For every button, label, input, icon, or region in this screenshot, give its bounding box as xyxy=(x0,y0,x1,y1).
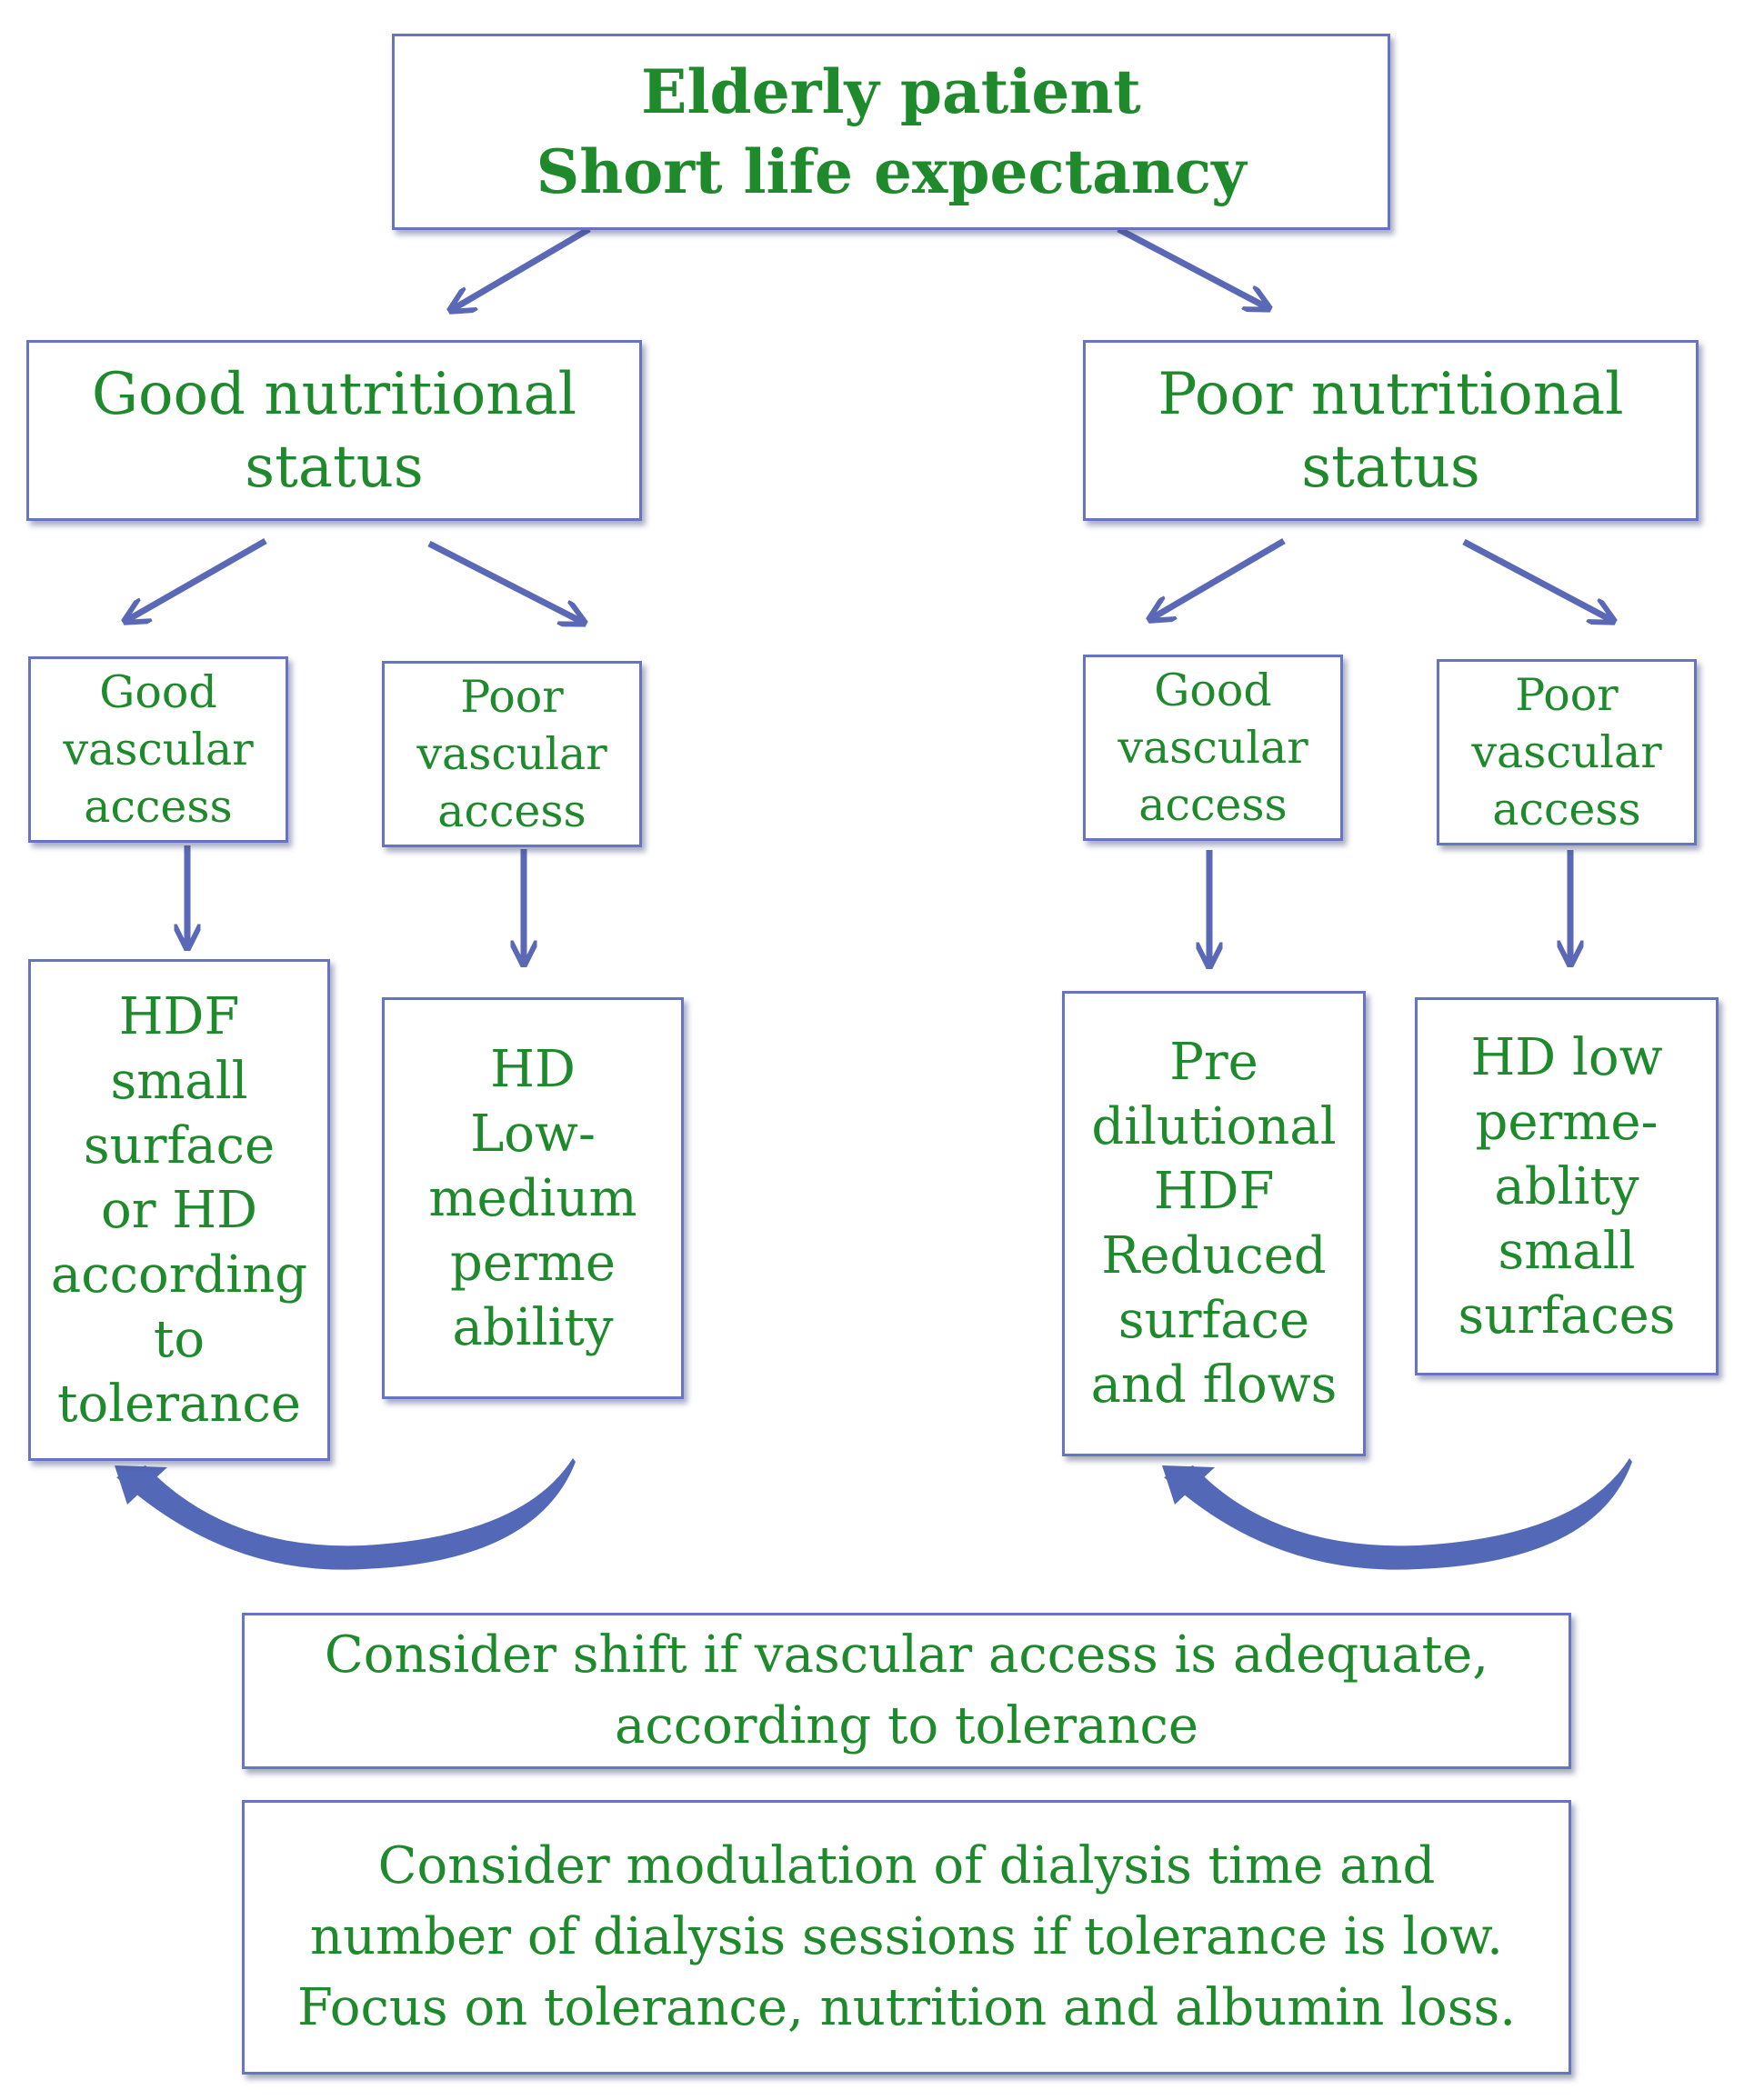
shift-note-text: Consider shift if vascular access is ade… xyxy=(324,1625,1489,1755)
poor-nutrition-box: Poor nutritional status xyxy=(1083,340,1699,521)
treatment-label: HDF small surface or HD according to tol… xyxy=(50,986,308,1434)
treatment-predilutional-hdf-box: Pre dilutional HDF Reduced surface and f… xyxy=(1062,991,1366,1456)
modulation-note-text: Consider modulation of dialysis time and… xyxy=(296,1836,1517,2037)
root-box: Elderly patient Short life expectancy xyxy=(392,34,1390,230)
treatment-hdf-small-surface-box: HDF small surface or HD according to tol… xyxy=(28,959,330,1461)
treatment-label: HD low perme- ablity small surfaces xyxy=(1458,1027,1676,1345)
access-label: Poor vascular access xyxy=(416,671,607,837)
arrow-root-to-good-nutrition xyxy=(453,225,591,309)
shift-note-box: Consider shift if vascular access is ade… xyxy=(242,1613,1571,1769)
arrow-root-to-poor-nutrition xyxy=(1117,225,1267,307)
good-nutrition-box: Good nutritional status xyxy=(26,340,642,521)
good-nutrition-good-access-box: Good vascular access xyxy=(28,656,288,843)
poor-nutrition-label: Poor nutritional status xyxy=(1158,360,1624,501)
treatment-hd-low-permeability-box: HD low perme- ablity small surfaces xyxy=(1415,997,1719,1375)
treatment-hd-low-medium-box: HD Low- medium perme ability xyxy=(382,997,684,1399)
good-nutrition-poor-access-box: Poor vascular access xyxy=(382,661,642,847)
arrow-good-nutrition-to-good-access xyxy=(127,537,267,620)
shift-curve-left-icon xyxy=(116,1458,576,1570)
access-label: Poor vascular access xyxy=(1471,669,1662,835)
access-label: Good vascular access xyxy=(1118,665,1308,831)
poor-nutrition-good-access-box: Good vascular access xyxy=(1083,655,1343,841)
arrow-poor-nutrition-to-good-access xyxy=(1152,537,1286,618)
good-nutrition-label: Good nutritional status xyxy=(91,360,577,501)
treatment-label: HD Low- medium perme ability xyxy=(428,1039,637,1357)
shift-curve-right-icon xyxy=(1164,1458,1632,1570)
arrow-poor-nutrition-to-poor-access xyxy=(1462,538,1611,620)
access-label: Good vascular access xyxy=(63,666,254,833)
shift-curve-right-arrowhead-icon xyxy=(1162,1465,1215,1505)
treatment-label: Pre dilutional HDF Reduced surface and f… xyxy=(1090,1033,1338,1415)
root-label: Elderly patient Short life expectancy xyxy=(536,56,1247,207)
poor-nutrition-poor-access-box: Poor vascular access xyxy=(1437,659,1697,845)
modulation-note-box: Consider modulation of dialysis time and… xyxy=(242,1800,1571,2075)
arrow-good-nutrition-to-poor-access xyxy=(427,540,582,622)
shift-curve-left-arrowhead-icon xyxy=(115,1465,167,1505)
